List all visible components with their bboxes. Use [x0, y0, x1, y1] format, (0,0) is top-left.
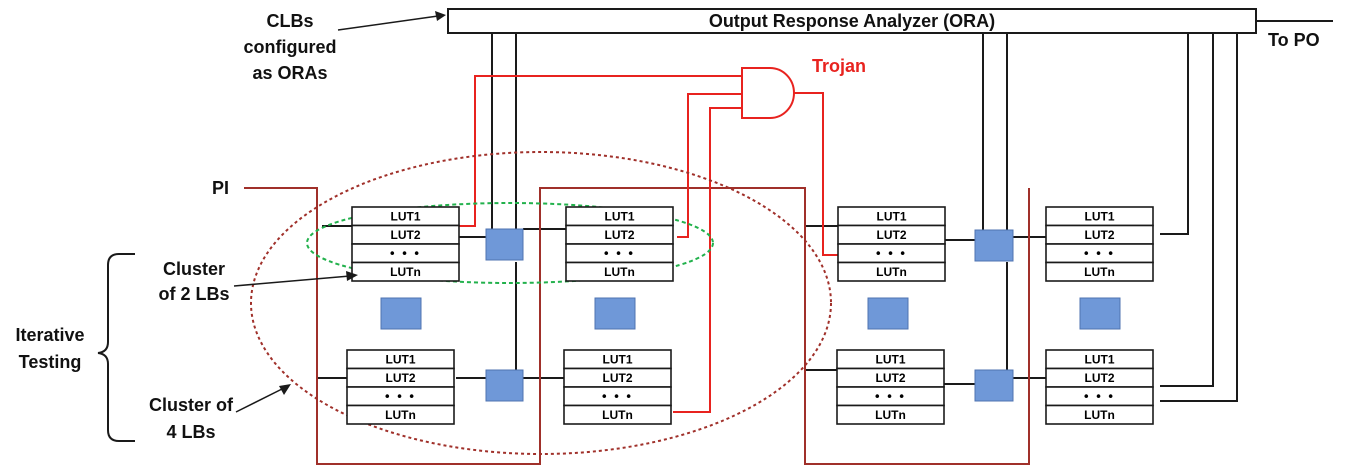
- lut-row-box: [836, 404, 945, 425]
- lut-ellipsis: • • •: [1084, 246, 1115, 261]
- switch-box: [974, 369, 1014, 402]
- lut-label: LUTn: [1084, 265, 1115, 279]
- switch-box: [867, 297, 909, 330]
- iterative-brace: [97, 253, 135, 442]
- iterative-label-line2: Testing: [19, 352, 82, 372]
- lut-label: LUT1: [877, 210, 907, 224]
- lut-row-box: [1045, 261, 1154, 282]
- switch-boxes: [380, 228, 1121, 402]
- switch-box: [1079, 297, 1121, 330]
- lut-row-box: [351, 261, 460, 282]
- lut-label: LUT1: [876, 353, 906, 367]
- ora-bar: [447, 8, 1257, 34]
- lut-row-box: [1045, 404, 1154, 425]
- ora-wires: [491, 33, 1238, 402]
- test-path-boundary: [244, 187, 1030, 465]
- lut-label: LUTn: [876, 265, 907, 279]
- lut-ellipsis: • • •: [602, 389, 633, 404]
- lut-ellipsis: • • •: [390, 246, 421, 261]
- lut-label: LUTn: [385, 408, 416, 422]
- lut-label: LUTn: [875, 408, 906, 422]
- lut-row-box: [565, 261, 674, 282]
- clb-annotation-line1: CLBs: [266, 11, 313, 31]
- cluster4-label-line1: Cluster of: [149, 395, 234, 415]
- clb-annotation-line3: as ORAs: [252, 63, 327, 83]
- lut-label: LUT2: [1085, 371, 1115, 385]
- switch-box: [485, 228, 524, 261]
- lut-label: LUT1: [603, 353, 633, 367]
- lut-label: LUT2: [603, 371, 633, 385]
- lut-label: LUT2: [391, 228, 421, 242]
- lut-row-box: [346, 404, 455, 425]
- switch-box: [594, 297, 636, 330]
- lut-label: LUT2: [876, 371, 906, 385]
- lut-row-box: [563, 404, 672, 425]
- trojan-label: Trojan: [812, 56, 866, 76]
- cluster-of-4-ellipse: [250, 151, 832, 455]
- lut-label: LUT2: [605, 228, 635, 242]
- cluster2-arrow: [233, 275, 351, 287]
- lut-label: LUT1: [1085, 210, 1115, 224]
- cluster-of-2-ellipse: [306, 202, 714, 284]
- lut-label: LUT1: [605, 210, 635, 224]
- clb-annotation-line2: configured: [244, 37, 337, 57]
- switch-box: [974, 229, 1014, 262]
- lut-label: LUT1: [386, 353, 416, 367]
- cluster2-label-line1: Cluster: [163, 259, 225, 279]
- lut-label: LUT1: [391, 210, 421, 224]
- lut-label: LUTn: [390, 265, 421, 279]
- switch-box: [485, 369, 524, 402]
- lut-ellipsis: • • •: [385, 389, 416, 404]
- lut-label: LUT1: [1085, 353, 1115, 367]
- cluster4-arrow: [235, 387, 285, 413]
- lut-label: LUTn: [604, 265, 635, 279]
- ora-label: Output Response Analyzer (ORA): [709, 11, 995, 31]
- lut-label: LUT2: [877, 228, 907, 242]
- lut-row-box: [837, 261, 946, 282]
- and-gate-icon: [741, 67, 795, 119]
- clb-arrow: [337, 15, 439, 31]
- lut-label: LUT2: [1085, 228, 1115, 242]
- cluster4-arrowhead: [279, 384, 291, 395]
- lut-ellipsis: • • •: [604, 246, 635, 261]
- cluster2-label-line2: of 2 LBs: [158, 284, 229, 304]
- clb-arrowhead: [435, 11, 446, 21]
- cluster4-label-line2: 4 LBs: [166, 422, 215, 442]
- lut-ellipsis: • • •: [875, 389, 906, 404]
- pi-label: PI: [212, 178, 229, 198]
- iterative-label-line1: Iterative: [15, 325, 84, 345]
- to-po-label: To PO: [1268, 30, 1320, 50]
- lut-label: LUTn: [1084, 408, 1115, 422]
- lut-label: LUTn: [602, 408, 633, 422]
- switch-box: [380, 297, 422, 330]
- lut-ellipsis: • • •: [876, 246, 907, 261]
- lut-label: LUT2: [386, 371, 416, 385]
- cluster2-arrowhead: [346, 271, 358, 281]
- trojan-wires: [459, 75, 838, 413]
- lut-ellipsis: • • •: [1084, 389, 1115, 404]
